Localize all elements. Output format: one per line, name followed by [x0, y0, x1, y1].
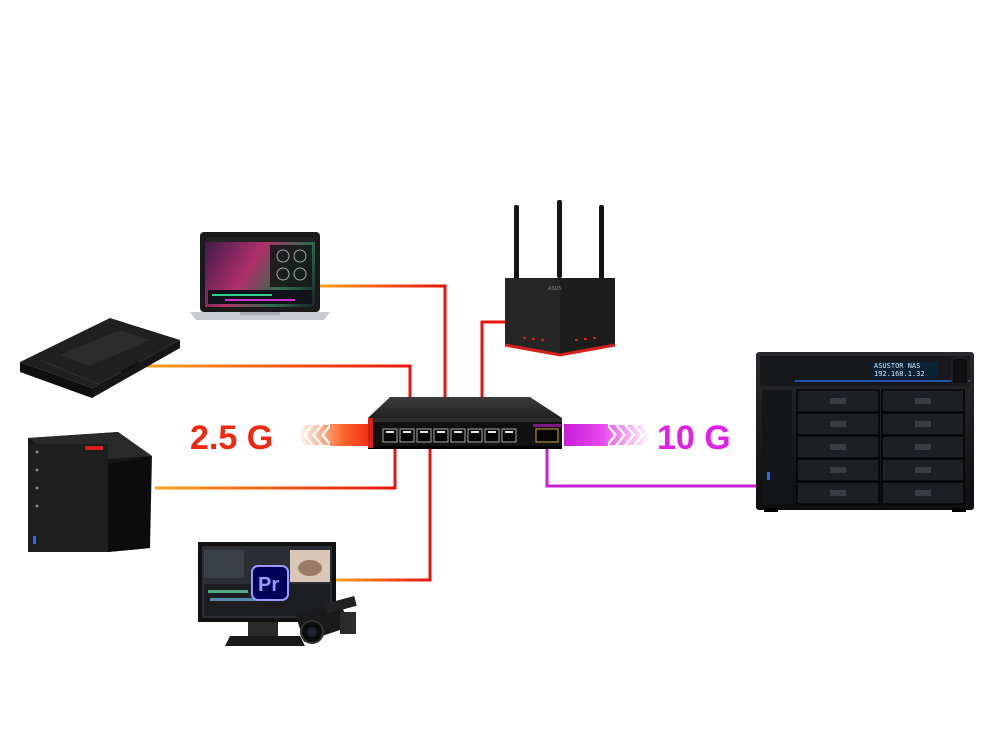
svg-text:ASUS: ASUS	[548, 286, 562, 292]
nas-display-line-2: 192.168.1.32	[874, 370, 925, 378]
cable-router	[480, 320, 505, 432]
cable-laptop	[320, 284, 447, 432]
network-switch-icon	[368, 397, 562, 449]
cable-10g-nas	[545, 444, 760, 488]
video-camera-icon	[296, 596, 357, 644]
cable-editing-station	[335, 444, 432, 582]
speed-label-2-5g: 2.5 G	[190, 419, 274, 457]
router-icon: ASUS	[504, 200, 616, 357]
cables	[140, 284, 760, 582]
nas-large-icon	[756, 352, 974, 512]
laptop-icon	[190, 232, 330, 320]
cable-small-nas	[155, 444, 397, 490]
switch-sfp-port	[535, 428, 559, 443]
nas-display-line-1: ASUSTOR NAS	[874, 362, 921, 370]
premiere-badge-text: Pr	[258, 574, 279, 596]
game-console-icon	[20, 318, 180, 398]
right-speed-arrow	[564, 424, 650, 446]
premiere-badge: Pr	[251, 565, 289, 601]
speed-label-10g: 10 G	[657, 419, 731, 457]
nas-small-icon	[28, 432, 152, 552]
